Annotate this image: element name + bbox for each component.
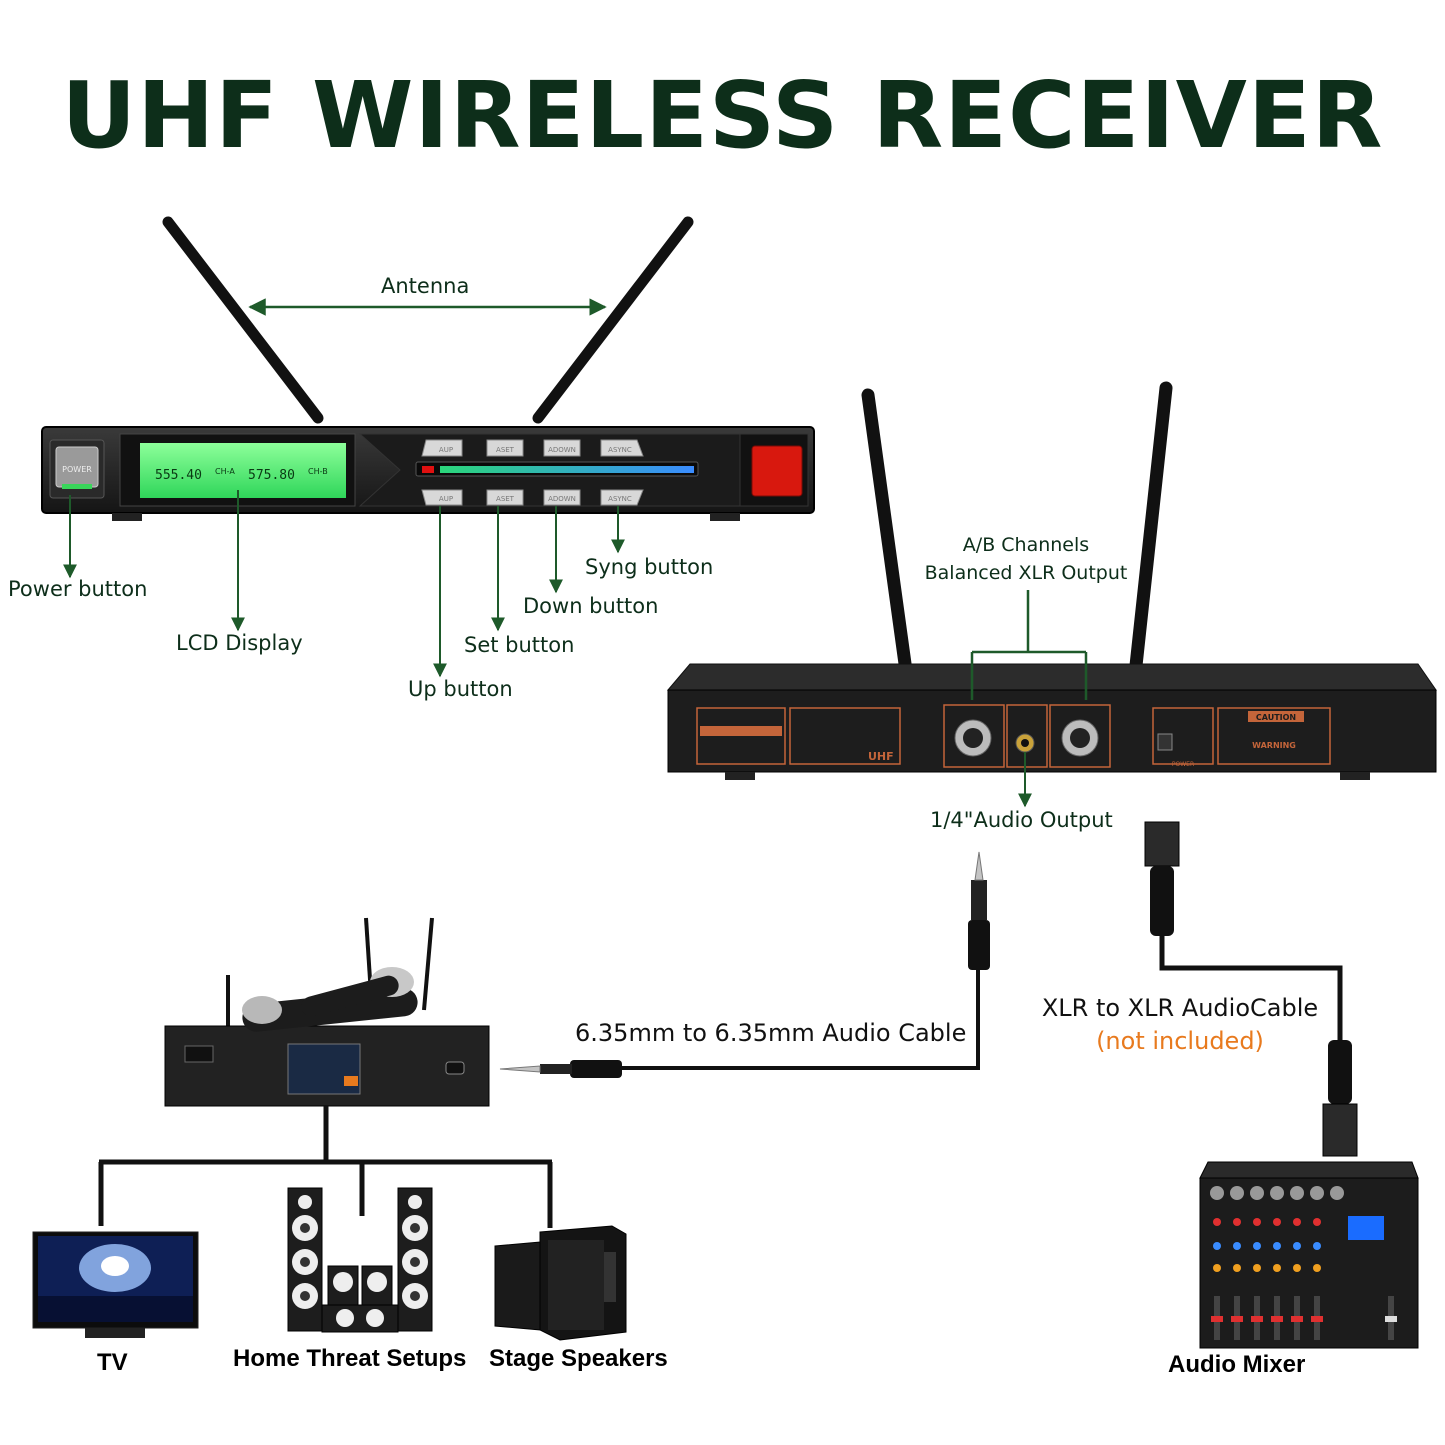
- top-down-button[interactable]: [543, 439, 581, 457]
- xlr-bracket: [970, 590, 1088, 700]
- lcd-freq-a: 555.40: [155, 468, 202, 483]
- audio-mixer: [1199, 1161, 1419, 1349]
- top-syng-button-text: ASYNC: [608, 446, 632, 454]
- front-receiver: POWER 555.40 CH-A 575.80 CH-B AUP ASET A…: [41, 216, 815, 521]
- jack-cable: [499, 851, 990, 1078]
- antenna-label: Antenna: [381, 274, 470, 298]
- mixer-lcd: [1348, 1216, 1384, 1240]
- up-button-text: AUP: [439, 495, 453, 503]
- power-button-text: POWER: [62, 465, 92, 474]
- up-button[interactable]: [421, 489, 463, 506]
- not-included-label: (not included): [1096, 1027, 1264, 1055]
- rear-receiver: UHF POWER CAUTION WARNING: [666, 381, 1437, 780]
- down-button-text: ADOWN: [548, 495, 576, 503]
- syng-button-label: Syng button: [585, 555, 714, 579]
- rear-power-label: POWER: [1172, 761, 1194, 768]
- lcd-display: [140, 443, 346, 498]
- stage-speakers-label: Stage Speakers: [489, 1345, 668, 1372]
- jack-cable-label: 6.35mm to 6.35mm Audio Cable: [575, 1019, 967, 1047]
- top-up-button-text: AUP: [439, 446, 453, 454]
- ab-channels-label: A/B Channels: [962, 534, 1090, 556]
- rear-uhf-logo: UHF: [868, 750, 894, 763]
- audio-output-label: 1/4"Audio Output: [930, 808, 1113, 832]
- page-title: UHF WIRELESS RECEIVER: [61, 62, 1384, 169]
- set-button-text: ASET: [496, 495, 515, 503]
- set-button[interactable]: [486, 489, 524, 506]
- lcd-freq-b: 575.80: [248, 468, 295, 483]
- xlr-cable: [1144, 821, 1358, 1157]
- top-set-button-text: ASET: [496, 446, 515, 454]
- lcd-display-label: LCD Display: [176, 631, 303, 655]
- rear-caution: CAUTION: [1256, 713, 1296, 722]
- top-buttons: AUP ASET ADOWN ASYNC: [421, 439, 644, 457]
- home-theater-label: Home Threat Setups: [233, 1345, 467, 1372]
- tv: [32, 1231, 199, 1338]
- down-button-label: Down button: [523, 594, 659, 618]
- up-button-label: Up button: [408, 677, 513, 701]
- top-set-button[interactable]: [486, 439, 524, 457]
- bottom-buttons: AUP ASET ADOWN ASYNC: [421, 489, 644, 506]
- karaoke-screen: [287, 1043, 361, 1095]
- lcd-ch-b: CH-B: [308, 467, 328, 476]
- front-antenna-right: [532, 216, 694, 424]
- distribution-lines: [98, 1106, 553, 1228]
- karaoke-system: [164, 917, 490, 1107]
- set-button-label: Set button: [464, 633, 575, 657]
- down-button[interactable]: [543, 489, 581, 506]
- mixer-channels: [1210, 1186, 1397, 1340]
- stage-speakers: [494, 1225, 627, 1341]
- home-theater-speakers: [287, 1187, 433, 1333]
- balanced-xlr-label: Balanced XLR Output: [924, 562, 1128, 584]
- tv-label: TV: [97, 1349, 128, 1376]
- xlr-cable-label: XLR to XLR AudioCable: [1041, 994, 1319, 1022]
- rear-chassis: [667, 689, 1437, 773]
- rear-warning: WARNING: [1252, 741, 1296, 750]
- lcd-ch-a: CH-A: [215, 467, 235, 476]
- front-antenna-left: [162, 216, 324, 424]
- power-button-label: Power button: [8, 577, 148, 601]
- level-meter: [440, 466, 694, 473]
- syng-button-text: ASYNC: [608, 495, 632, 503]
- red-indicator: [751, 445, 803, 497]
- audio-mixer-label: Audio Mixer: [1168, 1351, 1306, 1378]
- syng-button[interactable]: [600, 489, 644, 506]
- top-down-button-text: ADOWN: [548, 446, 576, 454]
